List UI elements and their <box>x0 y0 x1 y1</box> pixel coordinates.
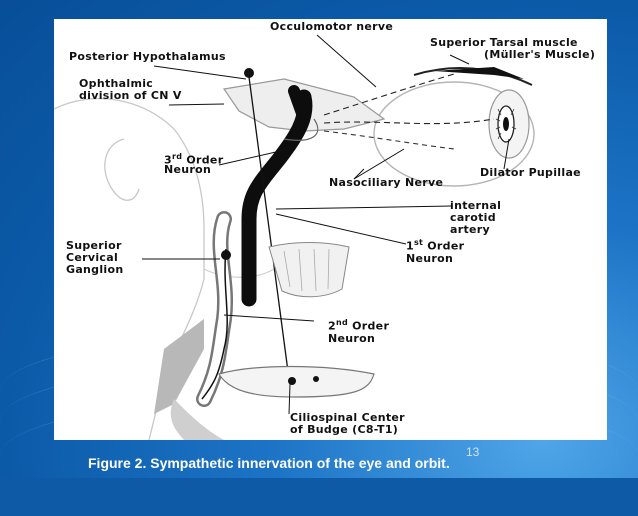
first-order-label: 1st Order <box>406 238 465 253</box>
eyeball <box>373 81 535 187</box>
third-order-neuron-label: Neuron <box>164 163 212 176</box>
ophthalmic-division-label: Ophthalmic division of CN V <box>79 77 182 102</box>
leader-lines <box>142 34 510 415</box>
second-order-fiber <box>201 248 228 400</box>
nasociliary-nerve-label: Nasociliary Nerve <box>329 176 444 189</box>
carotid-siphon <box>288 85 310 125</box>
brainstem-texture <box>283 248 330 292</box>
nasociliary-nerve <box>323 118 495 125</box>
pupil <box>503 117 509 131</box>
jaw-outline <box>203 268 275 278</box>
ciliospinal-center-label: Ciliospinal Center of Budge (C8-T1) <box>290 411 405 436</box>
hypothalamus-marker <box>244 68 254 78</box>
first-order-neuron-label: Neuron <box>406 252 454 265</box>
third-order-label: 3rd Order <box>164 152 224 167</box>
shoulder-shadow <box>154 319 204 414</box>
second-order-label: 2nd Order <box>328 318 390 333</box>
second-order-neuron-label: Neuron <box>328 332 376 345</box>
dilator-fibers <box>495 108 517 140</box>
diagram-panel: Occulomotor nerve Posterior Hypothalamus… <box>54 19 607 440</box>
superior-cervical-ganglion-label: Superior Cervical Ganglion <box>66 239 124 276</box>
vertebra-shadow <box>170 399 224 440</box>
spinal-cord-section <box>218 365 375 398</box>
posterior-hypothalamus-label: Posterior Hypothalamus <box>69 50 226 63</box>
superior-cervical-ganglion-marker <box>221 250 231 260</box>
tarsal-muscle <box>434 67 524 79</box>
first-order-fiber <box>248 76 290 380</box>
muller-muscle-label: (Müller's Muscle) <box>484 48 596 61</box>
figure-caption: Figure 2. Sympathetic innervation of the… <box>88 455 450 471</box>
slide-number: 13 <box>466 445 480 459</box>
superior-tarsal-muscle-label: Superior Tarsal muscle <box>430 36 578 49</box>
occulomotor-nerve-label: Occulomotor nerve <box>270 20 394 33</box>
dilator-pupillae-label: Dilator Pupillae <box>480 166 581 179</box>
internal-carotid-artery-label: internal carotid artery <box>450 199 502 236</box>
ear-outline <box>104 138 140 201</box>
ophthalmic-nerve <box>323 130 455 150</box>
sympathetic-pathway-illustration <box>54 34 535 440</box>
brainstem <box>268 242 350 298</box>
